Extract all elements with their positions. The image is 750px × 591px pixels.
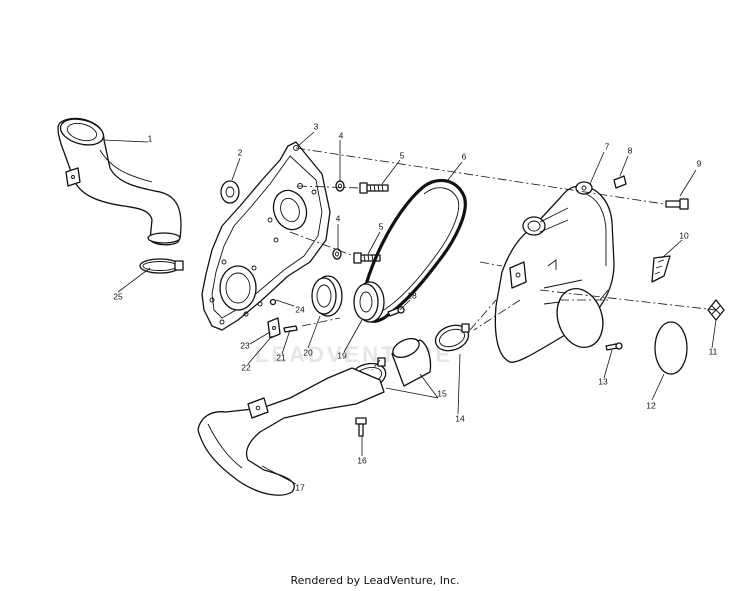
callout-10: 10 [679, 230, 689, 240]
callout-19: 19 [337, 350, 347, 360]
washer-lower-part [332, 248, 342, 260]
bracket-part [267, 317, 281, 339]
nut-part [269, 298, 277, 306]
inner-cover-plate-part [201, 141, 331, 331]
warning-decal-part [651, 255, 671, 283]
seal-ring-part [220, 180, 240, 204]
callout-3: 3 [314, 121, 319, 131]
large-seal-part [311, 275, 343, 317]
small-screw-part [387, 306, 405, 317]
callout-7: 7 [605, 141, 610, 151]
callout-12: 12 [646, 400, 656, 410]
render-credit-footer: Rendered by LeadVenture, Inc. [290, 574, 460, 587]
callout-14: 14 [455, 413, 465, 423]
intake-duct-part [57, 117, 182, 246]
callout-11: 11 [709, 346, 718, 356]
callout-21: 21 [276, 352, 286, 362]
bearing-part [353, 281, 385, 323]
callout-8: 8 [628, 145, 633, 155]
hose-clamp-left-part [139, 258, 184, 274]
label-tag-part [613, 175, 627, 189]
callout-5: 5 [400, 150, 405, 160]
callout-16: 16 [357, 455, 367, 465]
callout-22: 22 [241, 362, 251, 372]
clamp-right-part [434, 323, 470, 352]
callout-6: 6 [462, 151, 467, 161]
bolt-upper-part [359, 182, 389, 194]
callout-15: 15 [437, 388, 447, 398]
washer-upper-part [335, 180, 345, 192]
callout-24: 24 [295, 304, 305, 314]
small-bolt-part [283, 325, 298, 333]
callout-23: 23 [240, 340, 250, 350]
gasket-disc-part [654, 321, 688, 375]
exhaust-duct-part [197, 367, 385, 496]
callout-2: 2 [238, 147, 243, 157]
outer-clutch-cover-part [494, 181, 615, 363]
callout-4-lower: 4 [336, 213, 341, 223]
lower-screw-part [605, 342, 623, 351]
callout-9: 9 [697, 158, 702, 168]
cover-screw-part [665, 198, 689, 210]
callout-20: 20 [303, 347, 313, 357]
callout-13: 13 [598, 376, 608, 386]
callout-4: 4 [339, 130, 344, 140]
callout-5-lower: 5 [379, 221, 384, 231]
callout-25: 25 [113, 291, 123, 301]
duct-screw-part [355, 417, 367, 437]
callout-18: 18 [407, 290, 417, 300]
callout-1: 1 [148, 133, 153, 143]
callout-17: 17 [295, 482, 305, 492]
